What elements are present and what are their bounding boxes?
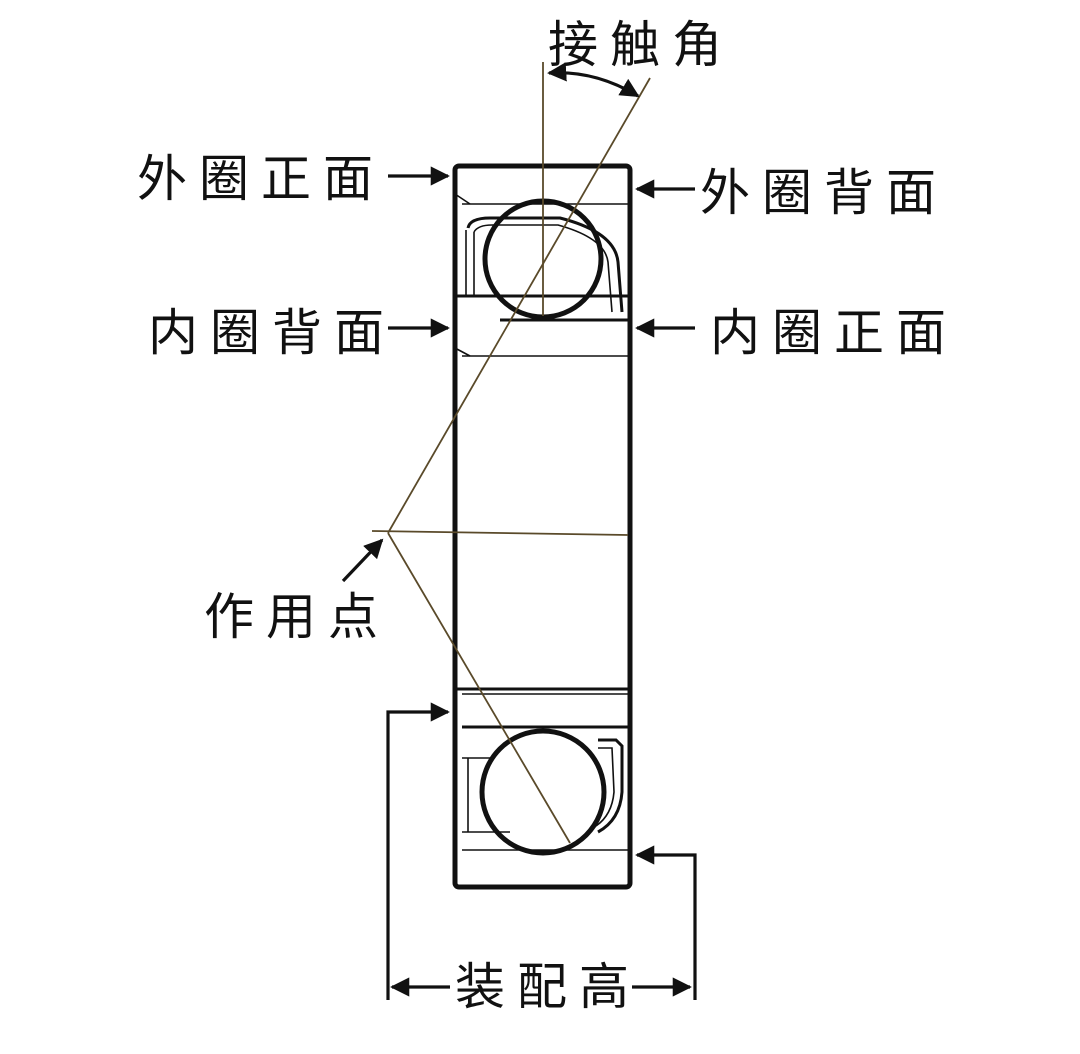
upper-rolling-element-group: [454, 193, 628, 357]
label-inner-back: 内圈背面: [148, 304, 396, 362]
arrow-diagonal-icon: [341, 538, 384, 583]
label-assembly-height: 装配高: [455, 958, 641, 1016]
lower-cage: [597, 738, 624, 834]
contact-angle-arc-icon: [547, 62, 640, 98]
label-action-point: 作用点: [204, 588, 390, 646]
label-contact-angle: 接触角: [548, 16, 734, 74]
contact-line-upper: [387, 77, 651, 534]
assembly-height-dimension: [386, 702, 697, 1000]
label-inner-front: 内圈正面: [710, 304, 958, 362]
lower-rolling-element-group: [455, 687, 628, 856]
lower-ball: [479, 728, 607, 856]
geometry-guides: [371, 62, 651, 844]
label-outer-front: 外圈正面: [137, 150, 385, 208]
axis-line: [371, 530, 629, 536]
label-outer-back: 外圈背面: [700, 164, 948, 222]
upper-cage: [466, 216, 624, 313]
contact-line-lower: [387, 532, 571, 844]
